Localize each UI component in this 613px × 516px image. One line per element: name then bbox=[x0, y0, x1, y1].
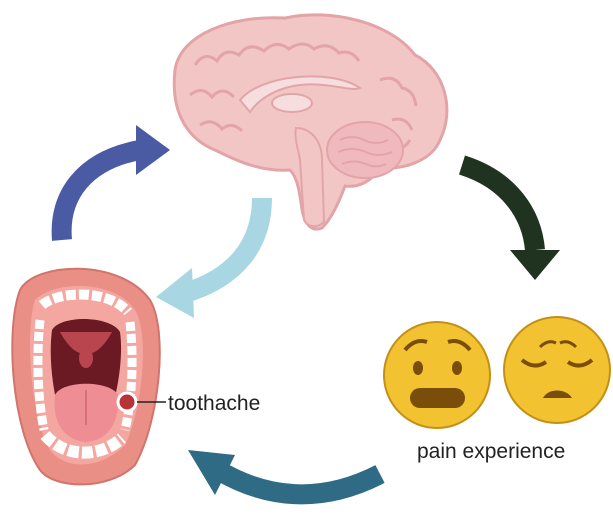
pain-experience-label: pain experience bbox=[417, 440, 565, 464]
arrow-brain-to-faces bbox=[462, 165, 560, 280]
anxious-face-icon bbox=[384, 322, 490, 428]
arrow-faces-to-mouth bbox=[188, 450, 380, 495]
sad-face-icon bbox=[504, 317, 610, 423]
arrow-brain-to-mouth bbox=[156, 198, 262, 318]
brain-icon bbox=[174, 15, 447, 229]
toothache-label: toothache bbox=[168, 392, 260, 416]
cerebellum bbox=[327, 122, 403, 178]
open-mouth-icon bbox=[12, 269, 159, 485]
arrow-mouth-to-brain bbox=[62, 125, 170, 240]
